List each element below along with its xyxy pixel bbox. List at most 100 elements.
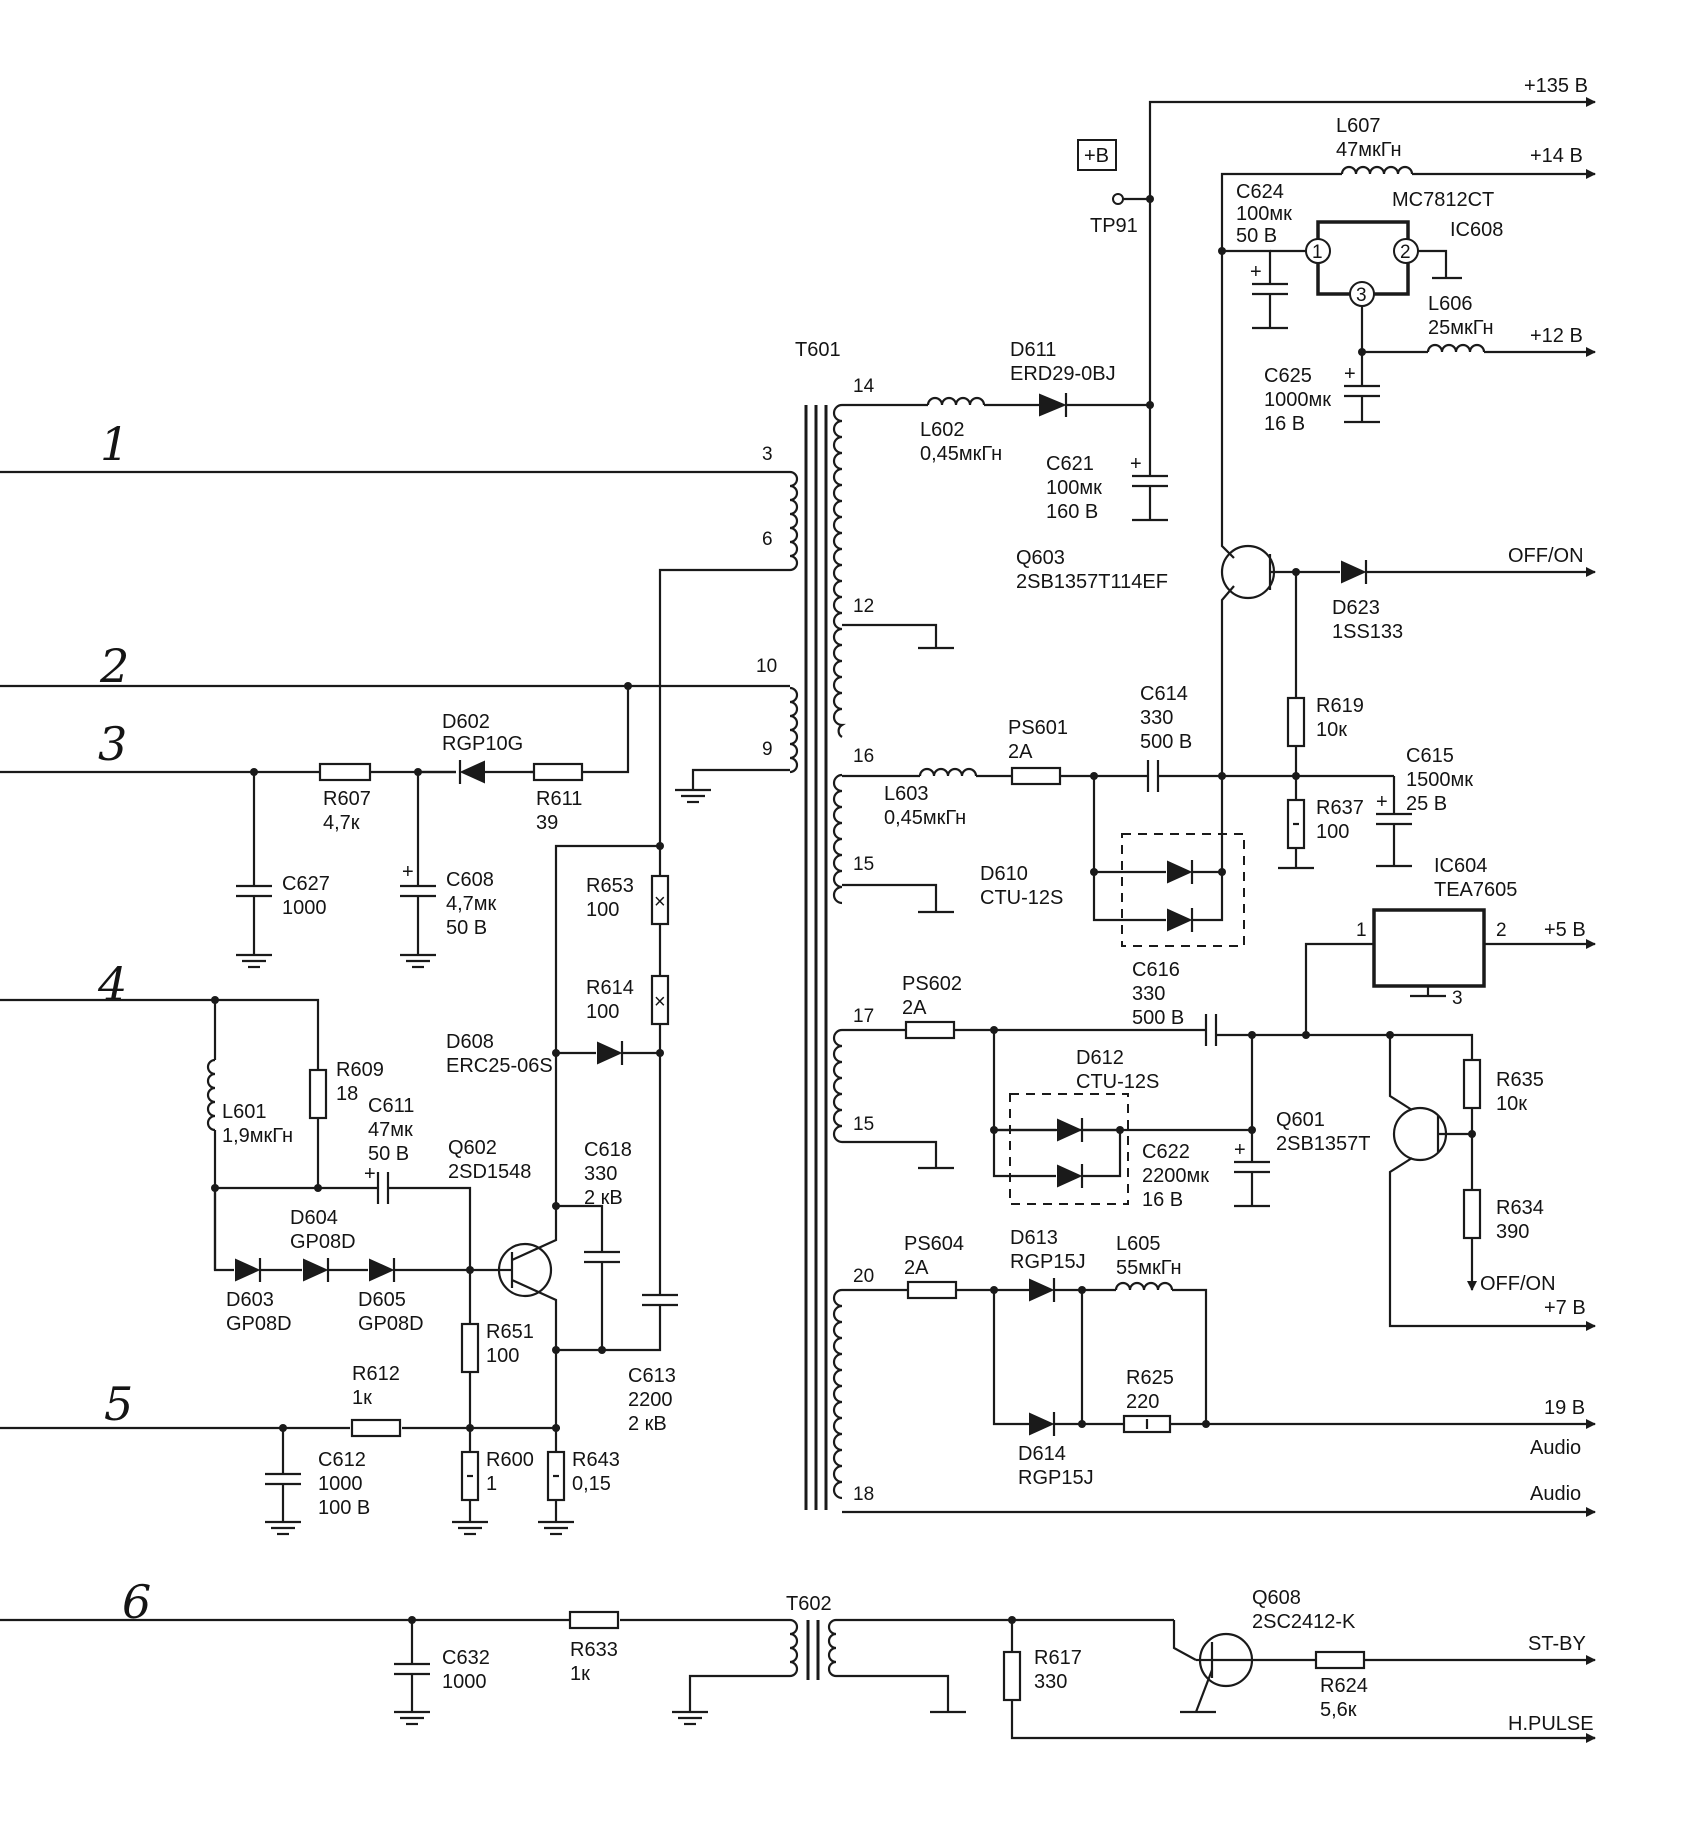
d623-type: 1SS133 xyxy=(1332,621,1403,643)
input-5-label: 5 xyxy=(104,1377,133,1431)
output-audio-1: Audio xyxy=(1530,1437,1581,1459)
c608-name: C608 xyxy=(446,869,494,891)
r611-value: 39 xyxy=(536,812,558,834)
r609-name: R609 xyxy=(336,1059,384,1081)
c618 xyxy=(554,1053,620,1350)
r619 xyxy=(1286,572,1306,776)
c612 xyxy=(265,1428,301,1536)
t601-pin-10: 10 xyxy=(756,656,777,677)
c614-voltage: 500 В xyxy=(1140,731,1192,753)
t601-pin-3: 3 xyxy=(762,444,773,465)
c615 xyxy=(1376,776,1412,868)
l607 xyxy=(1220,165,1596,474)
svg-text:+: + xyxy=(1344,363,1356,385)
r609-value: 18 xyxy=(336,1083,358,1105)
d602-name: D602 xyxy=(442,711,490,733)
c608-plus: + xyxy=(402,861,414,883)
r600 xyxy=(452,1428,488,1536)
c624-voltage: 50 В xyxy=(1236,225,1277,247)
c611 xyxy=(215,1172,472,1270)
r643-name: R643 xyxy=(572,1449,620,1471)
r633 xyxy=(568,1610,620,1630)
d604-type: GP08D xyxy=(290,1231,356,1253)
d608 xyxy=(554,844,660,1065)
l606-value: 25мкГн xyxy=(1428,317,1494,339)
input-wires xyxy=(0,470,790,1622)
l605-name: L605 xyxy=(1116,1233,1161,1255)
l603-name: L603 xyxy=(884,783,929,805)
c625-name: C625 xyxy=(1264,365,1312,387)
d608-type: ERC25-06S xyxy=(446,1055,553,1077)
c618-name: C618 xyxy=(584,1139,632,1161)
l601-name: L601 xyxy=(222,1101,267,1123)
r600-value: 1 xyxy=(486,1473,497,1495)
l607-name: L607 xyxy=(1336,115,1381,137)
transformer-t602 xyxy=(672,1618,1012,1726)
c612-value: 1000 xyxy=(318,1473,363,1495)
r617-name: R617 xyxy=(1034,1647,1082,1669)
d603-type: GP08D xyxy=(226,1313,292,1335)
ic604-pin-3: 3 xyxy=(1452,988,1463,1009)
r619-name: R619 xyxy=(1316,695,1364,717)
q603 xyxy=(1220,474,1296,776)
c627-name: C627 xyxy=(282,873,330,895)
q603-name: Q603 xyxy=(1016,547,1065,569)
r614-name: R614 xyxy=(586,977,634,999)
r611-name: R611 xyxy=(536,788,582,810)
r633-value: 1к xyxy=(570,1663,590,1685)
ps602-rating: 2A xyxy=(902,997,927,1019)
l607-value: 47мкГн xyxy=(1336,139,1402,161)
d613-type: RGP15J xyxy=(1010,1251,1086,1273)
c632 xyxy=(394,1620,430,1726)
c618-voltage: 2 кВ xyxy=(584,1187,623,1209)
q608-name: Q608 xyxy=(1252,1587,1301,1609)
ic604-pin-1: 1 xyxy=(1356,920,1367,941)
d611-type: ERD29-0BJ xyxy=(1010,363,1116,385)
r651-name: R651 xyxy=(486,1321,534,1343)
ps604-rating: 2A xyxy=(904,1257,929,1279)
q601 xyxy=(1388,1035,1596,1331)
input-4-label: 4 xyxy=(97,957,127,1011)
c612-voltage: 100 В xyxy=(318,1497,370,1519)
d610-type: CTU-12S xyxy=(980,887,1063,909)
r637-name: R637 xyxy=(1316,797,1364,819)
test-point-terminal[interactable] xyxy=(1112,193,1124,205)
t602-label: T602 xyxy=(786,1593,832,1615)
c625 xyxy=(1344,352,1380,424)
d608-name: D608 xyxy=(446,1031,494,1053)
c622-voltage: 16 В xyxy=(1142,1189,1183,1211)
l606-name: L606 xyxy=(1428,293,1473,315)
ps602-name: PS602 xyxy=(902,973,962,995)
ic608-pin-1: 1 xyxy=(1312,242,1323,263)
c615-name: C615 xyxy=(1406,745,1454,767)
r609 xyxy=(308,1068,328,1188)
ic608-pin-2: 2 xyxy=(1400,242,1411,263)
d611 xyxy=(1039,393,1150,417)
t601-pin-15a: 15 xyxy=(853,854,874,875)
l602 xyxy=(842,396,1040,407)
transformer-t601 xyxy=(789,403,846,1510)
r625-value: 220 xyxy=(1126,1391,1159,1413)
output-offon-1: OFF/ON xyxy=(1508,545,1584,567)
r643-value: 0,15 xyxy=(572,1473,611,1495)
q602-name: Q602 xyxy=(448,1137,497,1159)
l606 xyxy=(1362,343,1596,357)
c624-name: C624 xyxy=(1236,181,1284,203)
t601-pin-9: 9 xyxy=(762,739,773,760)
l602-value: 0,45мкГн xyxy=(920,443,1002,465)
r614-value: 100 xyxy=(586,1001,619,1023)
output-7v: +7 В xyxy=(1544,1297,1586,1319)
t601-pin-15b: 15 xyxy=(853,1114,874,1135)
ic604-pin-2: 2 xyxy=(1496,920,1507,941)
svg-text:×: × xyxy=(654,991,666,1013)
r635 xyxy=(1390,1033,1482,1190)
ps601-name: PS601 xyxy=(1008,717,1068,739)
c622-name: C622 xyxy=(1142,1141,1190,1163)
c614-value: 330 xyxy=(1140,707,1173,729)
r617 xyxy=(1002,1620,1595,1740)
test-point-name: TP91 xyxy=(1090,215,1138,237)
t601-pin-6: 6 xyxy=(762,529,773,550)
r607-name: R607 xyxy=(323,788,371,810)
d603-name: D603 xyxy=(226,1289,274,1311)
l603-value: 0,45мкГн xyxy=(884,807,966,829)
